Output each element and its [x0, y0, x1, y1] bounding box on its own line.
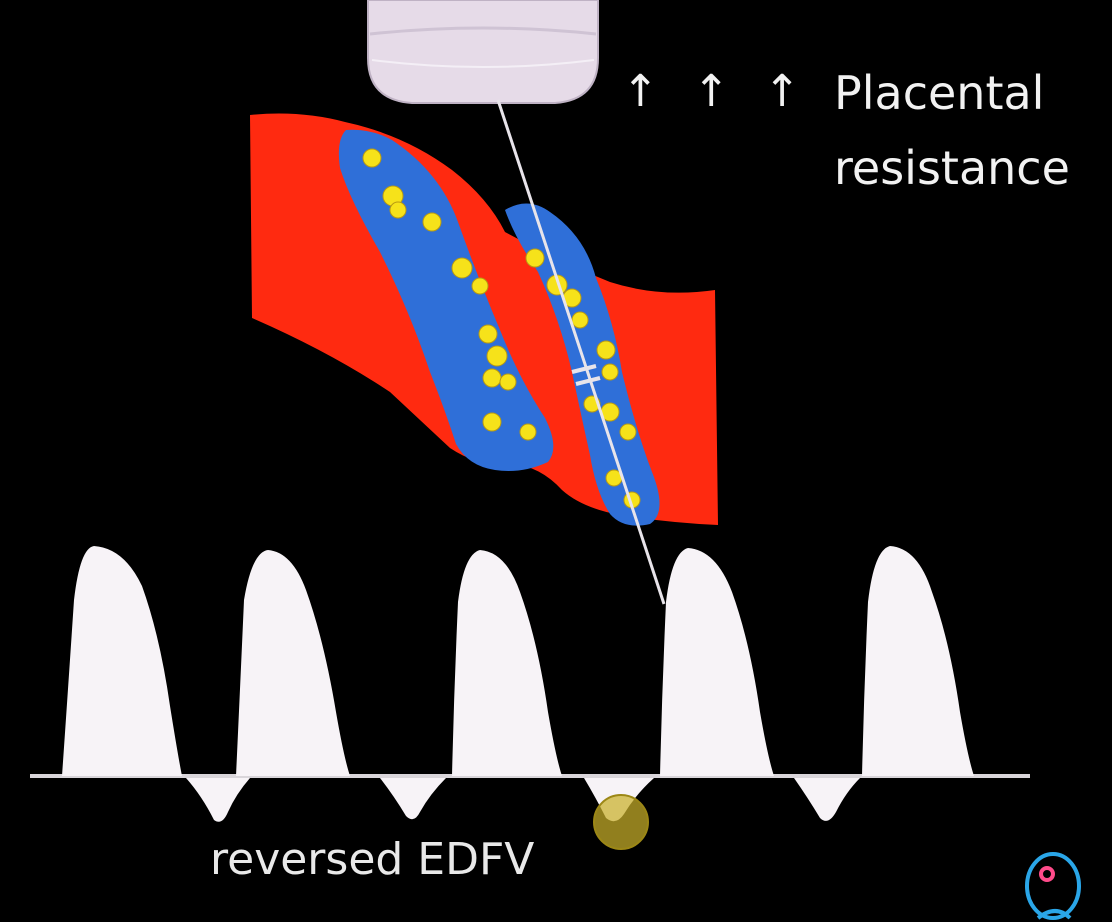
reversed-dip-2 — [380, 778, 446, 820]
reversed-dip-4 — [794, 778, 860, 821]
reversed-diastolic-dips — [186, 778, 860, 822]
systolic-peak-5 — [862, 546, 974, 776]
reversed-dip-1 — [186, 778, 250, 822]
systolic-peak-4 — [660, 548, 774, 776]
increase-arrows: ↑ ↑ ↑ — [622, 66, 811, 117]
doppler-beam — [496, 99, 666, 605]
ultrasound-probe-icon — [367, 0, 599, 104]
annotation-title-line-2: resistance — [834, 141, 1070, 195]
channel-logo-icon — [1025, 852, 1081, 920]
reversed-flow-highlight-icon — [593, 794, 649, 850]
systolic-peak-1 — [62, 546, 182, 776]
systolic-peak-2 — [236, 550, 350, 776]
annotation-title-line-1: Placental — [834, 66, 1045, 120]
blood-cells — [362, 148, 641, 509]
systolic-peak-3 — [452, 550, 562, 776]
vessel-channel-right — [505, 203, 660, 526]
systolic-peaks — [62, 546, 974, 776]
reversed-edfv-label: reversed EDFV — [210, 834, 535, 885]
